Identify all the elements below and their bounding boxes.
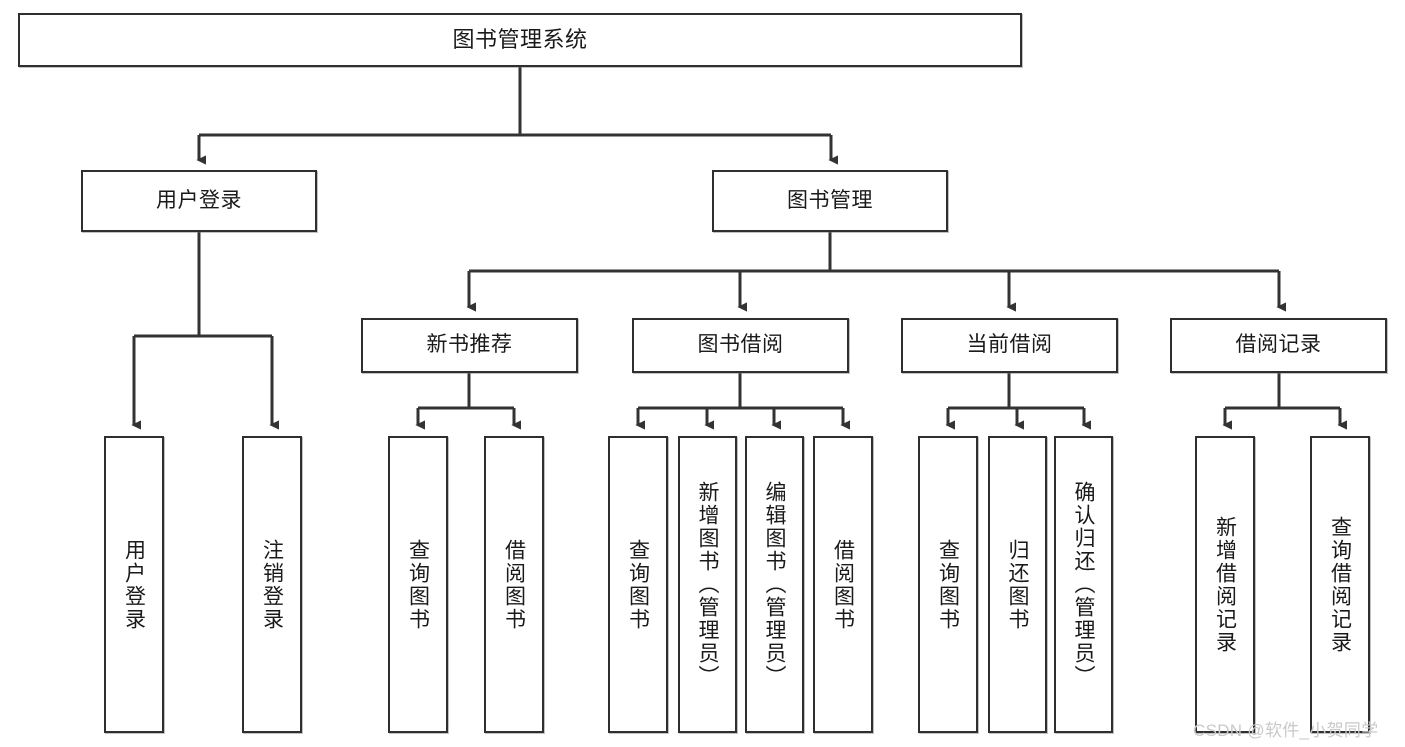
node-leaf-confirm-return-label: 确认归还（管理员）	[1072, 481, 1095, 688]
node-leaf-add-book[interactable]: 新增图书（管理员）	[678, 436, 737, 733]
node-new-book-recommend[interactable]: 新书推荐	[361, 318, 578, 373]
node-leaf-edit-book-label: 编辑图书（管理员）	[763, 481, 786, 688]
node-leaf-borrow-book-recommend[interactable]: 借阅图书	[484, 436, 544, 733]
node-leaf-borrow-book-label: 借阅图书	[831, 538, 855, 631]
node-leaf-query-book-current-label: 查询图书	[936, 538, 960, 631]
node-leaf-add-book-label: 新增图书（管理员）	[696, 481, 719, 688]
node-book-borrow[interactable]: 图书借阅	[632, 318, 849, 373]
node-leaf-query-book-recommend[interactable]: 查询图书	[388, 436, 448, 733]
node-leaf-query-book-recommend-label: 查询图书	[406, 538, 430, 631]
node-current-borrow[interactable]: 当前借阅	[901, 318, 1118, 373]
node-leaf-user-login[interactable]: 用户登录	[104, 436, 164, 733]
node-leaf-query-book-current[interactable]: 查询图书	[918, 436, 978, 733]
node-leaf-borrow-book[interactable]: 借阅图书	[813, 436, 873, 733]
node-root-label: 图书管理系统	[452, 27, 588, 53]
node-leaf-user-logout[interactable]: 注销登录	[242, 436, 302, 733]
node-current-borrow-label: 当前借阅	[966, 333, 1053, 357]
node-user-login[interactable]: 用户登录	[81, 170, 317, 232]
node-leaf-query-borrow-record[interactable]: 查询借阅记录	[1310, 436, 1370, 733]
csdn-watermark: CSDN @软件_小贺同学	[1193, 721, 1379, 740]
node-leaf-user-login-label: 用户登录	[122, 538, 146, 631]
node-borrow-record-label: 借阅记录	[1235, 333, 1322, 357]
node-leaf-add-borrow-record[interactable]: 新增借阅记录	[1195, 436, 1255, 733]
node-user-login-label: 用户登录	[156, 188, 242, 212]
node-book-manage-label: 图书管理	[787, 188, 873, 212]
node-leaf-return-book[interactable]: 归还图书	[988, 436, 1047, 733]
node-leaf-user-logout-label: 注销登录	[260, 538, 284, 631]
node-leaf-borrow-book-recommend-label: 借阅图书	[502, 538, 526, 631]
node-leaf-query-book-borrow[interactable]: 查询图书	[608, 436, 668, 733]
node-leaf-add-borrow-record-label: 新增借阅记录	[1213, 515, 1237, 654]
node-leaf-query-borrow-record-label: 查询借阅记录	[1328, 515, 1352, 654]
node-book-borrow-label: 图书借阅	[697, 333, 784, 357]
node-book-manage[interactable]: 图书管理	[712, 170, 948, 232]
node-leaf-confirm-return[interactable]: 确认归还（管理员）	[1054, 436, 1113, 733]
node-leaf-edit-book[interactable]: 编辑图书（管理员）	[745, 436, 804, 733]
node-root[interactable]: 图书管理系统	[18, 13, 1022, 67]
node-leaf-return-book-label: 归还图书	[1006, 538, 1029, 631]
node-new-book-recommend-label: 新书推荐	[426, 333, 513, 357]
node-leaf-query-book-borrow-label: 查询图书	[626, 538, 650, 631]
node-borrow-record[interactable]: 借阅记录	[1170, 318, 1387, 373]
